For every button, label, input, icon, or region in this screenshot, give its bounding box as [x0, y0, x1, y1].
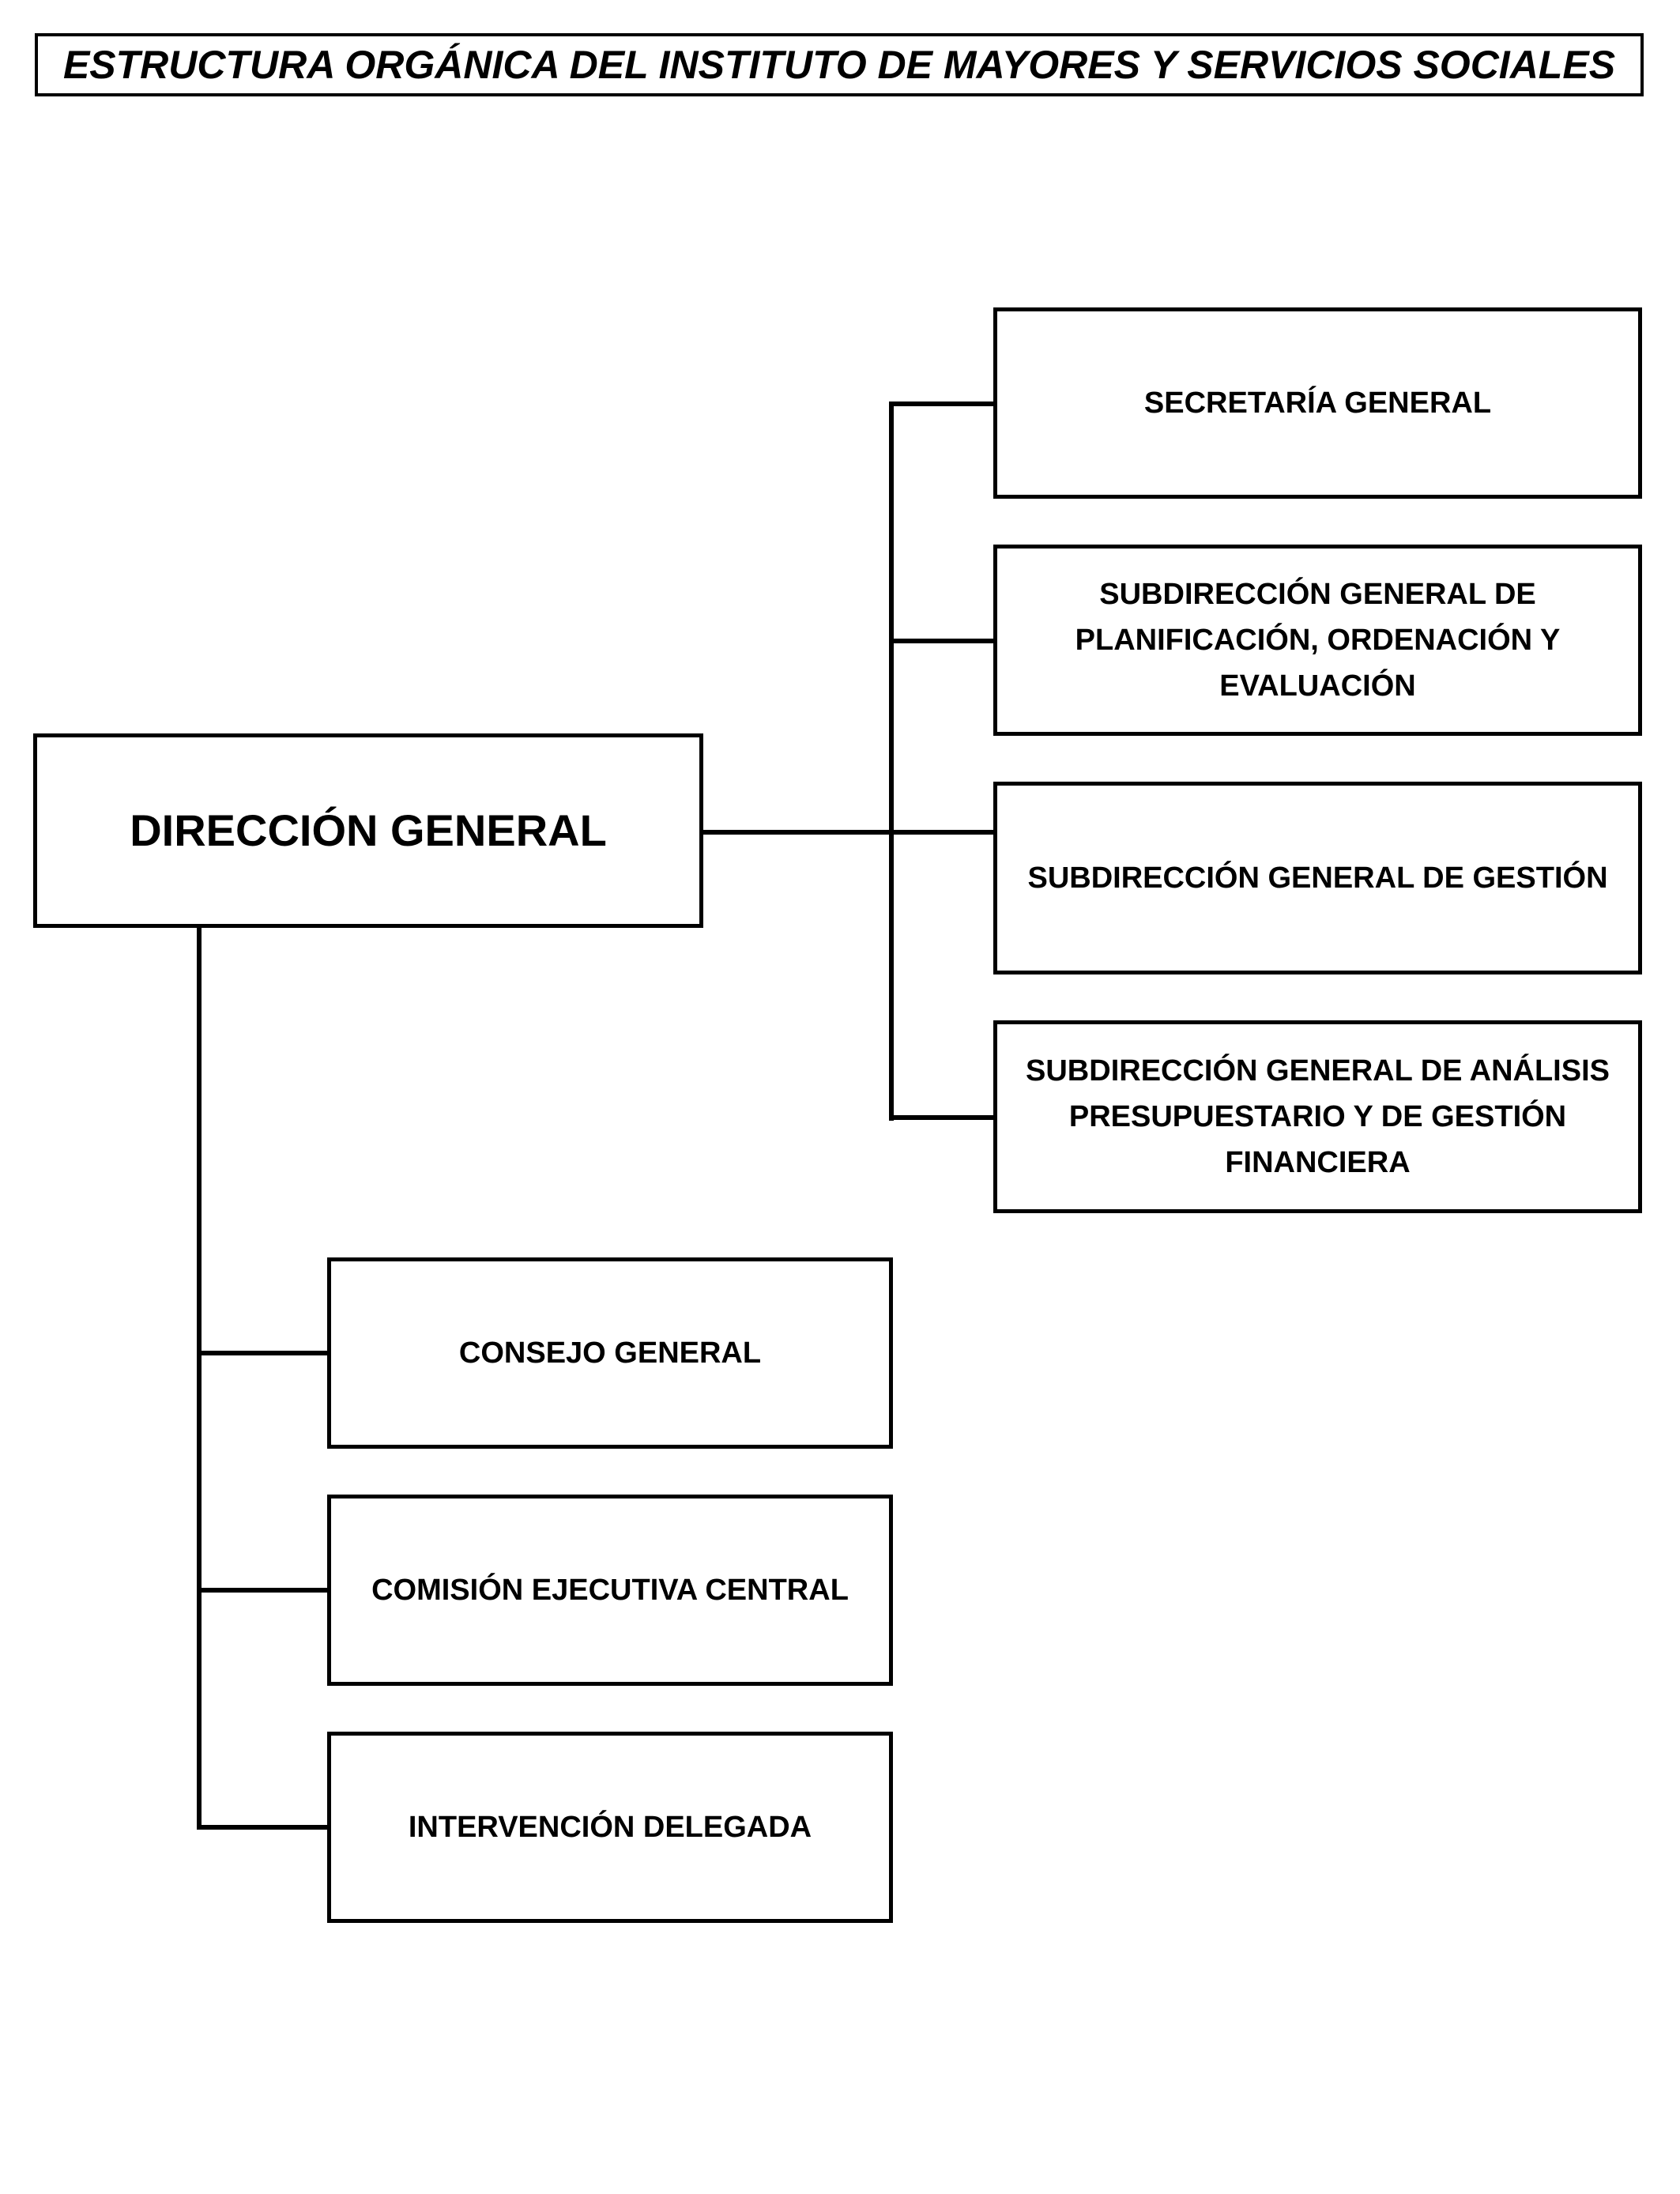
- node-sg-gestion: SUBDIRECCIÓN GENERAL DE GESTIÓN: [993, 782, 1642, 974]
- connector-to-intervencion-delegada: [197, 1825, 331, 1830]
- connector-to-sg-analisis: [889, 1115, 996, 1120]
- connector-to-consejo-general: [197, 1351, 331, 1355]
- node-secretaria-general: SECRETARÍA GENERAL: [993, 307, 1642, 499]
- node-sg-analisis: SUBDIRECCIÓN GENERAL DE ANÁLISIS PRESUPU…: [993, 1020, 1642, 1213]
- connector-to-sg-planificacion: [889, 639, 996, 643]
- node-intervencion-delegada: INTERVENCIÓN DELEGADA: [327, 1732, 893, 1923]
- chart-title-box: ESTRUCTURA ORGÁNICA DEL INSTITUTO DE MAY…: [35, 33, 1644, 96]
- node-direccion-general-label: DIRECCIÓN GENERAL: [130, 805, 607, 855]
- node-comision-ejecutiva: COMISIÓN EJECUTIVA CENTRAL: [327, 1495, 893, 1686]
- node-consejo-general-label: CONSEJO GENERAL: [458, 1336, 762, 1370]
- connector-to-secretaria-general: [889, 401, 996, 406]
- node-intervencion-delegada-label: INTERVENCIÓN DELEGADA: [408, 1811, 812, 1844]
- node-direccion-general: DIRECCIÓN GENERAL: [33, 733, 703, 928]
- node-consejo-general: CONSEJO GENERAL: [327, 1257, 893, 1449]
- node-secretaria-general-label: SECRETARÍA GENERAL: [1143, 386, 1492, 420]
- node-comision-ejecutiva-label: COMISIÓN EJECUTIVA CENTRAL: [371, 1574, 849, 1607]
- connector-dg-to-right-trunk: [702, 830, 891, 835]
- connector-right-trunk: [889, 401, 894, 1121]
- node-sg-planificacion-label: SUBDIRECCIÓN GENERAL DE PLANIFICACIÓN, O…: [1075, 578, 1561, 703]
- node-sg-gestion-label: SUBDIRECCIÓN GENERAL DE GESTIÓN: [1027, 861, 1608, 895]
- connector-to-sg-gestion: [889, 830, 996, 835]
- node-sg-planificacion: SUBDIRECCIÓN GENERAL DE PLANIFICACIÓN, O…: [993, 545, 1642, 736]
- connector-to-comision-ejecutiva: [197, 1588, 331, 1593]
- chart-title: ESTRUCTURA ORGÁNICA DEL INSTITUTO DE MAY…: [62, 43, 1616, 87]
- connector-bottom-trunk: [197, 926, 202, 1830]
- node-sg-analisis-label: SUBDIRECCIÓN GENERAL DE ANÁLISIS PRESUPU…: [1026, 1054, 1610, 1179]
